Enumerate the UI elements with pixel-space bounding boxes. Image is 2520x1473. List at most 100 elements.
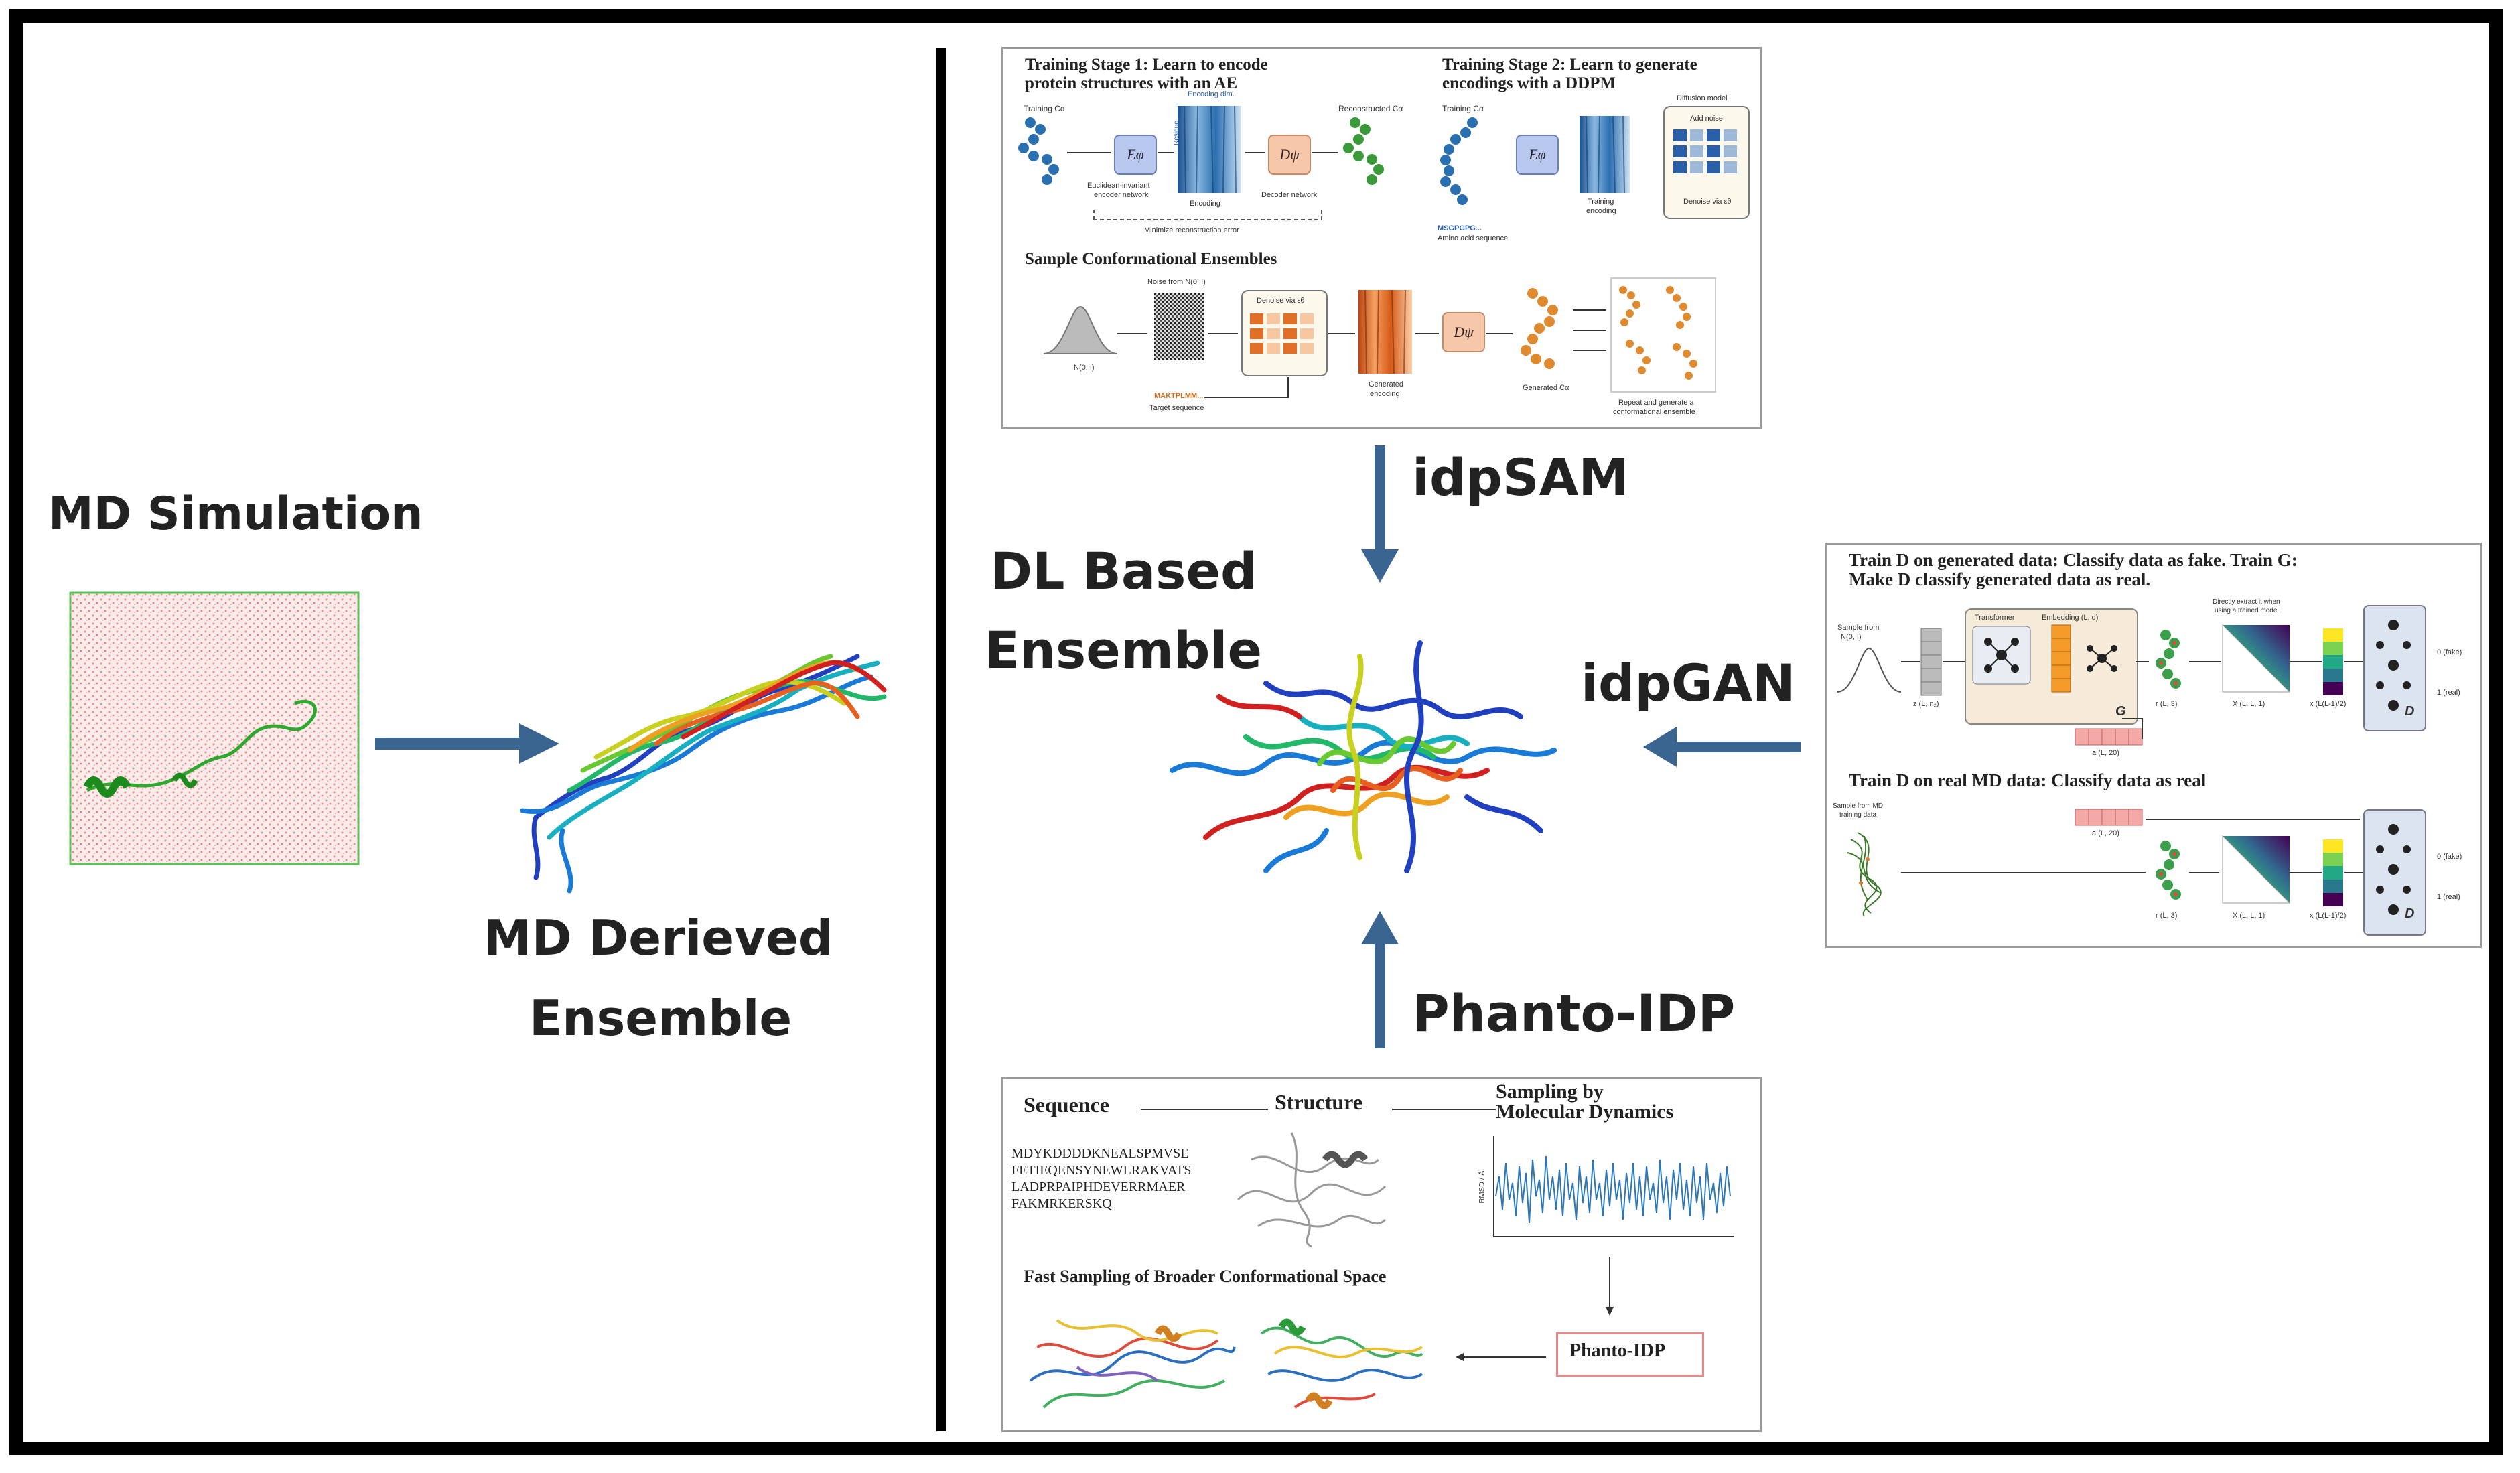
z-vector — [1920, 628, 1942, 696]
training-ca2-chain — [1440, 117, 1478, 205]
real-r-chain — [2156, 841, 2181, 900]
x-flat-label: x (L(L-1)/2) — [2310, 700, 2347, 708]
md-derived-label-line2: Ensemble — [529, 990, 792, 1046]
sample-title: Sample Conformational Ensembles — [1025, 250, 1277, 268]
rmsd-trace — [1493, 1136, 1734, 1237]
md-derived-ensemble-image — [520, 654, 887, 894]
encoder-caption-line1: Euclidean-invariant — [1087, 182, 1150, 190]
structure-header: Structure — [1275, 1090, 1362, 1114]
fake-output: 0 (fake) — [2437, 648, 2462, 656]
x-flat-label2: x (L(L-1)/2) — [2310, 912, 2347, 920]
structure-image — [1237, 1132, 1387, 1248]
embed-network — [2087, 645, 2117, 672]
seq-line2: FETIEQENSYNEWLRAKVATS — [1011, 1163, 1192, 1178]
seq-line4: FAKMRKERSKQ — [1011, 1196, 1112, 1211]
encoder-box: Eφ — [1114, 135, 1157, 175]
idpsam-down-arrow — [1361, 445, 1399, 583]
add-noise-label: Add noise — [1690, 115, 1723, 123]
fast-sampling-label: Fast Sampling of Broader Conformational … — [1024, 1267, 1387, 1286]
amino-acid-sequence-label: Amino acid sequence — [1438, 234, 1509, 242]
generated-ca-chain — [1521, 288, 1558, 369]
dl-ensemble-image — [1170, 640, 1557, 873]
normal-distribution — [1043, 305, 1118, 354]
md-derived-label-line1: MD Derieved — [484, 910, 833, 966]
encoder-caption-line2: encoder network — [1094, 191, 1149, 199]
sampled-structure2 — [1260, 1318, 1423, 1409]
stage2-title-line2: encodings with a DDPM — [1442, 74, 1616, 92]
encoder-symbol: Eφ — [1127, 146, 1144, 163]
md-simulation-box — [69, 591, 360, 865]
real-output: 1 (real) — [2437, 689, 2460, 697]
ensemble-chains — [1610, 277, 1716, 393]
training-encoding-line2: encoding — [1586, 207, 1616, 215]
sampled-structure1 — [1029, 1319, 1236, 1409]
idpgan-title2: Train D on real MD data: Classify data a… — [1849, 770, 2207, 790]
real-output2: 1 (real) — [2437, 893, 2460, 901]
target-seq-example: MAKTPLMM... — [1154, 392, 1204, 400]
z-label: z (L, n₂) — [1913, 700, 1939, 708]
idpgan-title1-line1: Train D on generated data: Classify data… — [1849, 550, 2298, 570]
x-label: X (L, L, 1) — [2233, 700, 2265, 708]
directly-extract-line1: Directly extract it when — [2213, 598, 2280, 606]
embedding-vector — [2051, 624, 2071, 693]
encoding-heatmap — [1178, 105, 1241, 194]
reconstructed-ca-chain — [1343, 117, 1384, 185]
d-label2: D — [2405, 906, 2415, 921]
generated-encoding-heatmap — [1358, 289, 1412, 374]
distance-matrix2 — [2222, 835, 2291, 904]
decoder2-symbol: Dψ — [1454, 324, 1474, 340]
sampling-line2: Molecular Dynamics — [1496, 1101, 1674, 1123]
encoder2-box: Eφ — [1516, 135, 1559, 175]
embedding-label: Embedding (L, d) — [2042, 614, 2099, 622]
idpgan-label: idpGAN — [1581, 653, 1795, 713]
encoding-caption: Encoding — [1190, 200, 1220, 208]
right-arrow — [375, 723, 559, 764]
x-flat-vector — [2323, 628, 2343, 695]
sequence-header: Sequence — [1024, 1093, 1109, 1117]
sample-md-line2: training data — [1839, 811, 1877, 819]
decoder-symbol: Dψ — [1279, 146, 1300, 163]
denoise2-label: Denoise via εθ — [1257, 297, 1305, 305]
gen-r-chain — [2156, 630, 2181, 689]
sample-from-line1: Sample from — [1837, 624, 1880, 632]
encoder2-symbol: Eφ — [1529, 146, 1546, 163]
stage1-title-line1: Training Stage 1: Learn to encode — [1025, 56, 1268, 74]
encoding-dim-label: Encoding dim. — [1188, 90, 1235, 98]
discriminator-network — [2376, 620, 2411, 711]
reconstructed-ca-label: Reconstructed Cα — [1338, 104, 1403, 113]
a-vector2 — [2075, 809, 2143, 826]
idpgan-title1-line2: Make D classify generated data as real. — [1849, 569, 2151, 589]
stage2-title-line1: Training Stage 2: Learn to generate — [1442, 56, 1697, 74]
sample-from-line2: N(0, I) — [1841, 633, 1862, 641]
dl-based-label-line2: Ensemble — [985, 620, 1262, 680]
training-encoding-heatmap — [1580, 115, 1630, 194]
stage1-title-line2: protein structures with an AE — [1025, 74, 1238, 92]
fake-output2: 0 (fake) — [2437, 853, 2462, 861]
noise-from-label: Noise from N(0, I) — [1147, 278, 1206, 286]
d-label: D — [2405, 704, 2415, 719]
rmsd-axis-label: RMSD / Å — [1478, 1170, 1486, 1204]
phanto-left-arrow — [1456, 1353, 1546, 1361]
training-ca-chain — [1018, 117, 1059, 185]
normal-label: N(0, I) — [1074, 364, 1095, 372]
discriminator2-network — [2376, 824, 2411, 915]
sample-arrows — [1117, 309, 1606, 398]
r-label: r (L, 3) — [2156, 700, 2178, 708]
generated-ca-label: Generated Cα — [1523, 384, 1569, 392]
idpsam-label: idpSAM — [1412, 447, 1630, 507]
repeat-line2: conformational ensemble — [1613, 408, 1695, 416]
phanto-idp-label: Phanto-IDP — [1412, 983, 1736, 1043]
gan-top-arrows — [1901, 661, 2363, 739]
outer-frame — [9, 9, 2503, 1455]
phanto-down-arrow — [1606, 1257, 1614, 1316]
phanto-panel: Sequence Structure Sampling by Molecular… — [1001, 1077, 1762, 1432]
idpgan-panel: Train D on generated data: Classify data… — [1825, 543, 2482, 948]
decoder-box: Dψ — [1268, 135, 1311, 175]
diffusion-model-label: Diffusion model — [1677, 94, 1728, 102]
sampling-line1: Sampling by — [1496, 1080, 1604, 1103]
phanto-idp-box — [1556, 1332, 1704, 1377]
minimize-label: Minimize reconstruction error — [1144, 226, 1239, 234]
generated-encoding-line1: Generated — [1369, 380, 1403, 389]
decoder-caption: Decoder network — [1261, 191, 1318, 199]
x-flat-vector2 — [2323, 839, 2343, 906]
